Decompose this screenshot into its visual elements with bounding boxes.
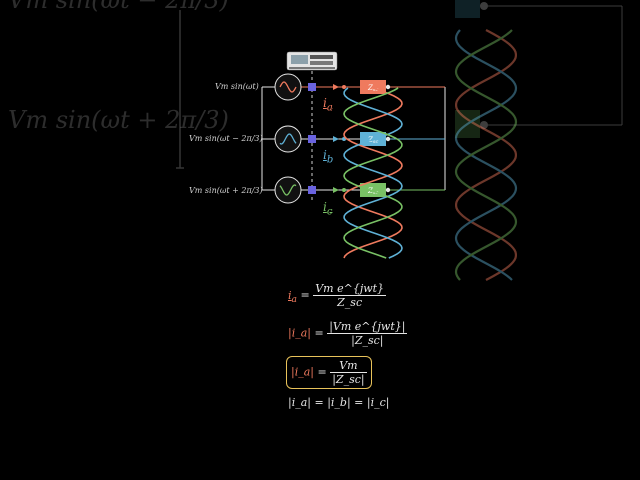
terminal-c (385, 187, 391, 193)
current-wave-a (343, 87, 403, 259)
background-equation-middle: Vm sin(ωt + 2π/3) (8, 106, 229, 134)
background-equation-top: Vm sin(ωt − 2π/3) (8, 0, 229, 14)
current-arrow-b (333, 136, 339, 142)
phase-c: Zsc (262, 176, 445, 204)
ac-source-c (274, 176, 302, 204)
junction-a (342, 85, 346, 89)
terminal-a (385, 84, 391, 90)
equation-equal-magnitudes: |i_a| = |i_b| = |i_c| (288, 396, 390, 409)
current-arrow-c (333, 187, 339, 193)
junction-c (342, 188, 346, 192)
current-label-a: ia (323, 96, 333, 114)
phase-b: Zsc (262, 125, 445, 153)
source-label-b: Vm sin(ωt − 2π/3) (189, 134, 263, 143)
background-waves (454, 29, 518, 281)
background-box-top (455, 0, 480, 18)
probe-node-b (308, 135, 316, 143)
background-wave-b (454, 29, 518, 281)
oscilloscope-meter (286, 51, 338, 71)
source-waveform-a (279, 81, 297, 93)
current-label-b: ib (323, 148, 334, 166)
equation-ia: ia = Vm e^{jwt}Z_sc (288, 282, 387, 309)
current-arrow-a (333, 84, 339, 90)
current-wave-b (343, 87, 403, 259)
current-label-c: ic (323, 200, 333, 218)
probe-node-c (308, 186, 316, 194)
equation-magnitude-ia: |i_a| = |Vm e^{jwt}||Z_sc| (288, 320, 408, 347)
ac-source-b (274, 125, 302, 153)
source-label-c: Vm sin(ωt + 2π/3) (189, 186, 263, 195)
probe-node-a (308, 83, 316, 91)
source-label-a: Vm sin(ωt) (215, 82, 259, 91)
terminal-b (385, 136, 391, 142)
source-waveform-c (279, 184, 297, 196)
background-box-mid (455, 110, 480, 138)
phase-a: Zsc (262, 73, 445, 101)
current-wave-c (343, 87, 403, 259)
equation-boxed-result: |i_a| = Vm|Z_sc| (286, 356, 372, 389)
background-wave-a (455, 29, 517, 281)
current-waves (343, 87, 403, 259)
impedance-label-a: Zsc (367, 84, 378, 93)
background-structure (176, 0, 623, 169)
source-waveform-b (279, 133, 297, 145)
background-wave-c (454, 29, 518, 281)
